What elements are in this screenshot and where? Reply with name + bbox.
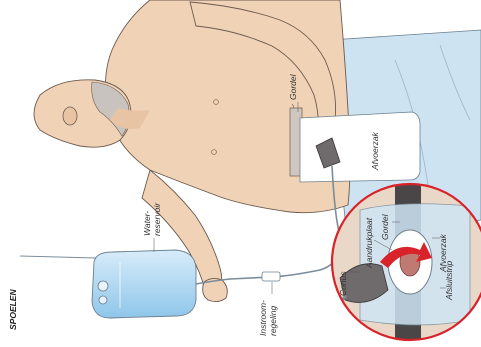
label-gordel-top: Gordel	[288, 73, 298, 100]
reservoir-cap	[98, 281, 108, 291]
label-instroom-1: Instroom-	[258, 300, 268, 336]
tube-from-reservoir	[20, 256, 96, 258]
label-aandrukplaat: Aandrukplaat	[364, 217, 374, 269]
label-water-reservoir-1: Water-	[142, 211, 152, 236]
label-afsluitstrip: Afsluitstrip	[444, 261, 454, 301]
flow-regulator	[262, 272, 280, 281]
diagram-title: SPOELEN	[8, 289, 18, 330]
label-afvoerzak-top: Afvoerzak	[370, 131, 380, 171]
label-gordel-detail: Gordel	[380, 213, 390, 240]
label-instroom-2: regeling	[268, 305, 278, 336]
reservoir-cap	[99, 296, 107, 304]
label-conus: Conus	[338, 271, 348, 296]
ear	[63, 107, 77, 125]
label-water-reservoir-2: reservoir	[152, 202, 162, 236]
